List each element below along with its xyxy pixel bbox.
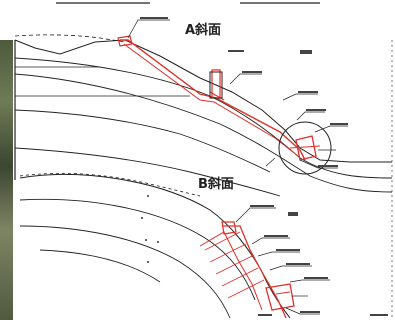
section-a-leaders (127, 19, 348, 169)
section-a-detail-circle (278, 121, 332, 175)
section-a: A斜面 (14, 17, 393, 197)
section-b-annotation-marks (250, 205, 388, 316)
section-b-red-works (199, 221, 295, 319)
section-a-stratum-2 (14, 73, 393, 193)
section-a-stratum-3 (14, 109, 271, 173)
section-b-point-markers (141, 195, 159, 263)
section-b-ground-surface (19, 174, 291, 319)
section-a-stratum-1 (14, 57, 393, 179)
section-a-title: A斜面 (185, 22, 221, 38)
photo-strip (0, 40, 13, 320)
section-b-title: B斜面 (198, 176, 234, 192)
section-b-stratum-2 (19, 225, 231, 319)
section-b: B斜面 (19, 172, 388, 319)
section-a-stratum-4 (14, 147, 281, 197)
section-b-leaders (235, 207, 330, 315)
section-b-existing-ground (19, 172, 201, 197)
section-a-ground-surface (14, 39, 392, 163)
section-b-stratum-3 (39, 249, 161, 283)
section-a-pile-box (209, 71, 223, 99)
section-a-annotation-marks (140, 17, 348, 167)
section-b-stratum-1 (19, 198, 256, 301)
section-a-existing-ground (14, 34, 126, 43)
